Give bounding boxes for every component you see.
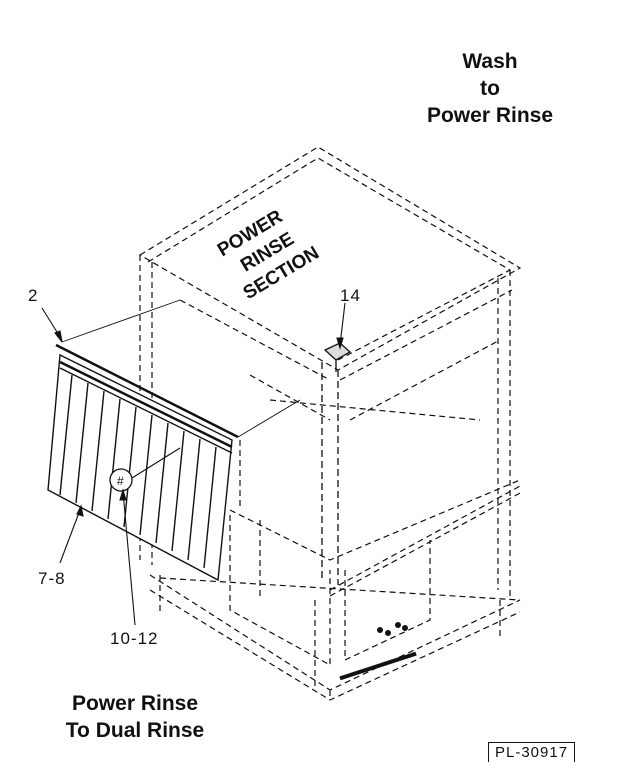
heading-wash-to-power-rinse: Wash to Power Rinse: [400, 48, 580, 129]
heading-power-rinse-to-dual-rinse: Power Rinse To Dual Rinse: [30, 690, 240, 744]
heading-top-line-3: Power Rinse: [426, 104, 554, 127]
fastener-circle: [109, 468, 133, 492]
leader-10-12: [122, 491, 136, 626]
callout-10-12: 10-12: [110, 629, 159, 648]
section-label: POWER RINSE SECTION: [214, 206, 323, 304]
leader-7-8: [59, 509, 81, 564]
corner-post-cap: [323, 342, 352, 361]
callout-2: 2: [28, 286, 39, 305]
heading-top-line-1: Wash: [462, 50, 518, 73]
heading-bottom-line-2: To Dual Rinse: [65, 719, 205, 742]
top-lid-inner: [147, 157, 512, 361]
heading-bottom-line-1: Power Rinse: [71, 692, 199, 715]
callout-14: 14: [340, 286, 361, 305]
top-lid-outline: [138, 146, 522, 371]
heading-top-line-2: to: [480, 77, 500, 100]
drawing-number-stamp: PL-30917: [488, 742, 576, 762]
detail-symbol: #: [117, 474, 124, 488]
side-panel-part: [47, 353, 233, 582]
callout-7-8: 7-8: [38, 569, 66, 588]
